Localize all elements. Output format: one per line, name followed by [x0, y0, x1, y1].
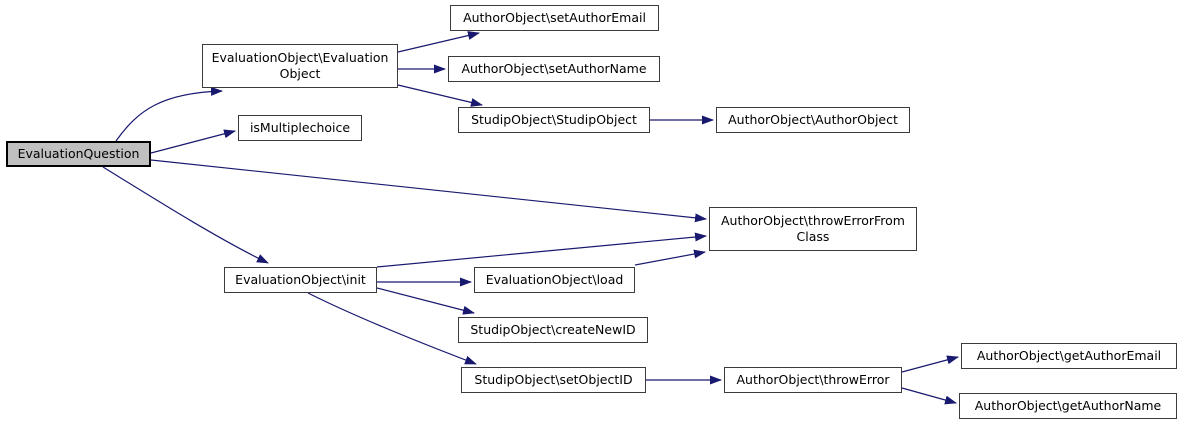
node-evaluationobject-init[interactable]: EvaluationObject\init [224, 267, 377, 293]
node-setauthoremail[interactable]: AuthorObject\setAuthorEmail [450, 5, 659, 31]
node-ismultiplechoice[interactable]: isMultiplechoice [238, 115, 362, 141]
edge-evaluationobject-to-setauthoremail [397, 31, 480, 53]
node-createnewid[interactable]: StudipObject\createNewID [458, 317, 648, 343]
edge-question-to-throwerrorfromclass [150, 159, 707, 223]
node-studipobject-constructor[interactable]: StudipObject\StudipObject [458, 107, 650, 133]
edge-throwerror-to-getauthoremail [901, 355, 959, 373]
node-setauthorname[interactable]: AuthorObject\setAuthorName [448, 56, 660, 82]
edge-init-to-createnewid [376, 287, 475, 315]
edge-throwerror-to-getauthorname [901, 387, 957, 405]
node-authorobject-constructor[interactable]: AuthorObject\AuthorObject [716, 107, 910, 133]
edge-init-to-throwerrorfromclass [376, 232, 707, 268]
node-getauthorname[interactable]: AuthorObject\getAuthorName [959, 393, 1177, 419]
edge-question-to-init [102, 166, 269, 264]
edge-evaluationobject-to-studipobject [397, 84, 483, 107]
edge-question-to-ismultiplechoice [150, 129, 236, 154]
edge-init-to-setobjectid [307, 292, 477, 365]
node-evaluation-question[interactable]: EvaluationQuestion [6, 141, 151, 167]
node-evaluationobject-load[interactable]: EvaluationObject\load [474, 267, 635, 293]
node-getauthoremail[interactable]: AuthorObject\getAuthorEmail [961, 343, 1177, 369]
node-throwerrorfromclass[interactable]: AuthorObject\throwErrorFrom Class [709, 207, 917, 251]
edge-load-to-throwerrorfromclass [634, 249, 706, 266]
node-setobjectid[interactable]: StudipObject\setObjectID [461, 367, 646, 393]
edge-question-to-evaluationobject [115, 86, 223, 142]
node-evaluationobject-constructor[interactable]: EvaluationObject\Evaluation Object [202, 44, 398, 88]
node-throwerror[interactable]: AuthorObject\throwError [724, 367, 902, 393]
